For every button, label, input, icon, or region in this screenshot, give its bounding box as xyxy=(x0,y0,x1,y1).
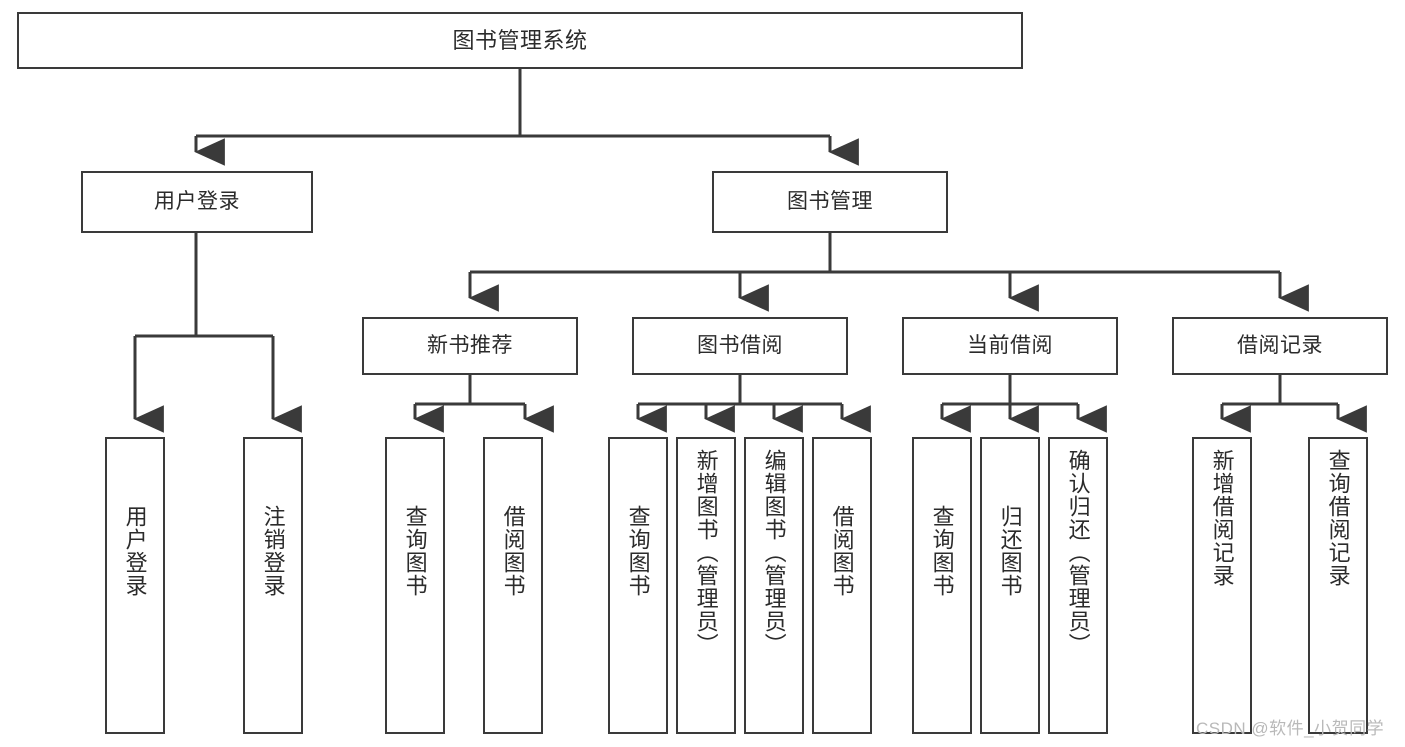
node-label: 用户登录 xyxy=(154,189,240,213)
node-edit-book[interactable]: 编辑图书（管理员） xyxy=(744,437,804,734)
node-label: 编辑图书（管理员） xyxy=(761,449,787,656)
node-add-book[interactable]: 新增图书（管理员） xyxy=(676,437,736,734)
node-label: 查询图书 xyxy=(929,505,955,597)
node-borrow-book-1[interactable]: 借阅图书 xyxy=(483,437,543,734)
node-label: 新增图书（管理员） xyxy=(693,449,719,656)
node-current-borrow[interactable]: 当前借阅 xyxy=(902,317,1118,375)
node-book-management[interactable]: 图书管理 xyxy=(712,171,948,233)
node-label: 图书管理 xyxy=(787,189,873,213)
node-label: 当前借阅 xyxy=(967,333,1053,357)
node-user-login-leaf[interactable]: 用户登录 xyxy=(105,437,165,734)
node-new-book-recommend[interactable]: 新书推荐 xyxy=(362,317,578,375)
node-label: 用户登录 xyxy=(122,505,148,597)
node-label: 借阅记录 xyxy=(1237,333,1323,357)
node-add-borrow-record[interactable]: 新增借阅记录 xyxy=(1192,437,1252,734)
node-query-book-2[interactable]: 查询图书 xyxy=(608,437,668,734)
node-borrow-book-2[interactable]: 借阅图书 xyxy=(812,437,872,734)
node-label: 注销登录 xyxy=(260,505,286,597)
node-label: 新增借阅记录 xyxy=(1209,449,1235,587)
node-label: 查询借阅记录 xyxy=(1325,449,1351,587)
node-return-book[interactable]: 归还图书 xyxy=(980,437,1040,734)
node-root-system[interactable]: 图书管理系统 xyxy=(17,12,1023,69)
node-logout-leaf[interactable]: 注销登录 xyxy=(243,437,303,734)
node-query-book-3[interactable]: 查询图书 xyxy=(912,437,972,734)
node-label: 借阅图书 xyxy=(829,505,855,597)
node-label: 图书借阅 xyxy=(697,333,783,357)
node-confirm-return[interactable]: 确认归还（管理员） xyxy=(1048,437,1108,734)
node-user-login[interactable]: 用户登录 xyxy=(81,171,313,233)
node-query-book-1[interactable]: 查询图书 xyxy=(385,437,445,734)
node-label: 归还图书 xyxy=(997,505,1023,597)
node-label: 查询图书 xyxy=(402,505,428,597)
node-label: 新书推荐 xyxy=(427,333,513,357)
node-book-borrow[interactable]: 图书借阅 xyxy=(632,317,848,375)
node-label: 确认归还（管理员） xyxy=(1065,449,1091,656)
node-query-borrow-record[interactable]: 查询借阅记录 xyxy=(1308,437,1368,734)
node-label: 查询图书 xyxy=(625,505,651,597)
node-borrow-record[interactable]: 借阅记录 xyxy=(1172,317,1388,375)
node-label: 图书管理系统 xyxy=(452,27,588,53)
node-label: 借阅图书 xyxy=(500,505,526,597)
watermark-text: CSDN @软件_小贺同学 xyxy=(1196,719,1385,738)
